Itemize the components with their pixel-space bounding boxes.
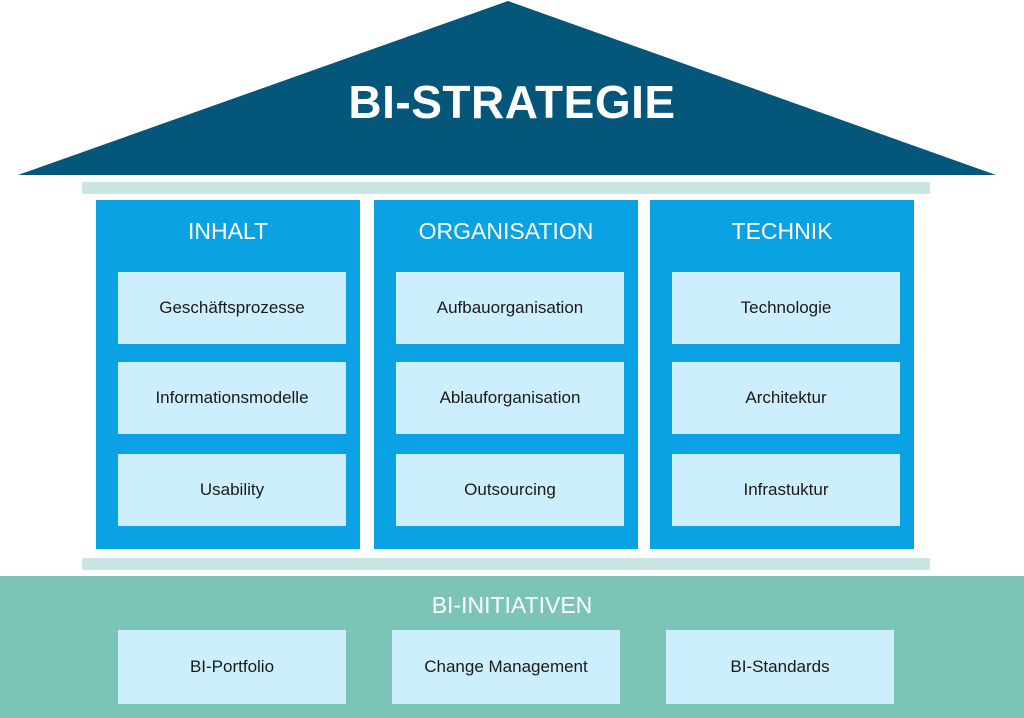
foundation-item: BI-Standards: [666, 630, 894, 704]
pillar-title: TECHNIK: [731, 218, 833, 244]
pillar-item: Informationsmodelle: [118, 362, 346, 434]
top-beam: [82, 182, 930, 194]
pillar-inhalt: INHALT Geschäftsprozesse Informationsmod…: [96, 200, 360, 549]
pillar-item: Technologie: [672, 272, 900, 344]
pillar-technik: TECHNIK Technologie Architektur Infrastu…: [650, 200, 914, 549]
pillar-item: Aufbauorganisation: [396, 272, 624, 344]
pillar-item: Usability: [118, 454, 346, 526]
foundation: BI-INITIATIVEN BI-Portfolio Change Manag…: [0, 576, 1024, 718]
pillar-title: ORGANISATION: [418, 218, 594, 244]
pillar-item: Ablauforganisation: [396, 362, 624, 434]
foundation-item: BI-Portfolio: [118, 630, 346, 704]
roof-triangle: [18, 1, 996, 175]
pillar-item: Architektur: [672, 362, 900, 434]
bottom-beam: [82, 558, 930, 570]
pillar-item: Geschäftsprozesse: [118, 272, 346, 344]
pillar-item: Infrastuktur: [672, 454, 900, 526]
foundation-title: BI-INITIATIVEN: [431, 592, 593, 618]
foundation-item: Change Management: [392, 630, 620, 704]
roof-title: BI-STRATEGIE: [348, 76, 676, 128]
pillar-item: Outsourcing: [396, 454, 624, 526]
pillar-title: INHALT: [187, 218, 269, 244]
pillar-organisation: ORGANISATION Aufbauorganisation Ablaufor…: [374, 200, 638, 549]
